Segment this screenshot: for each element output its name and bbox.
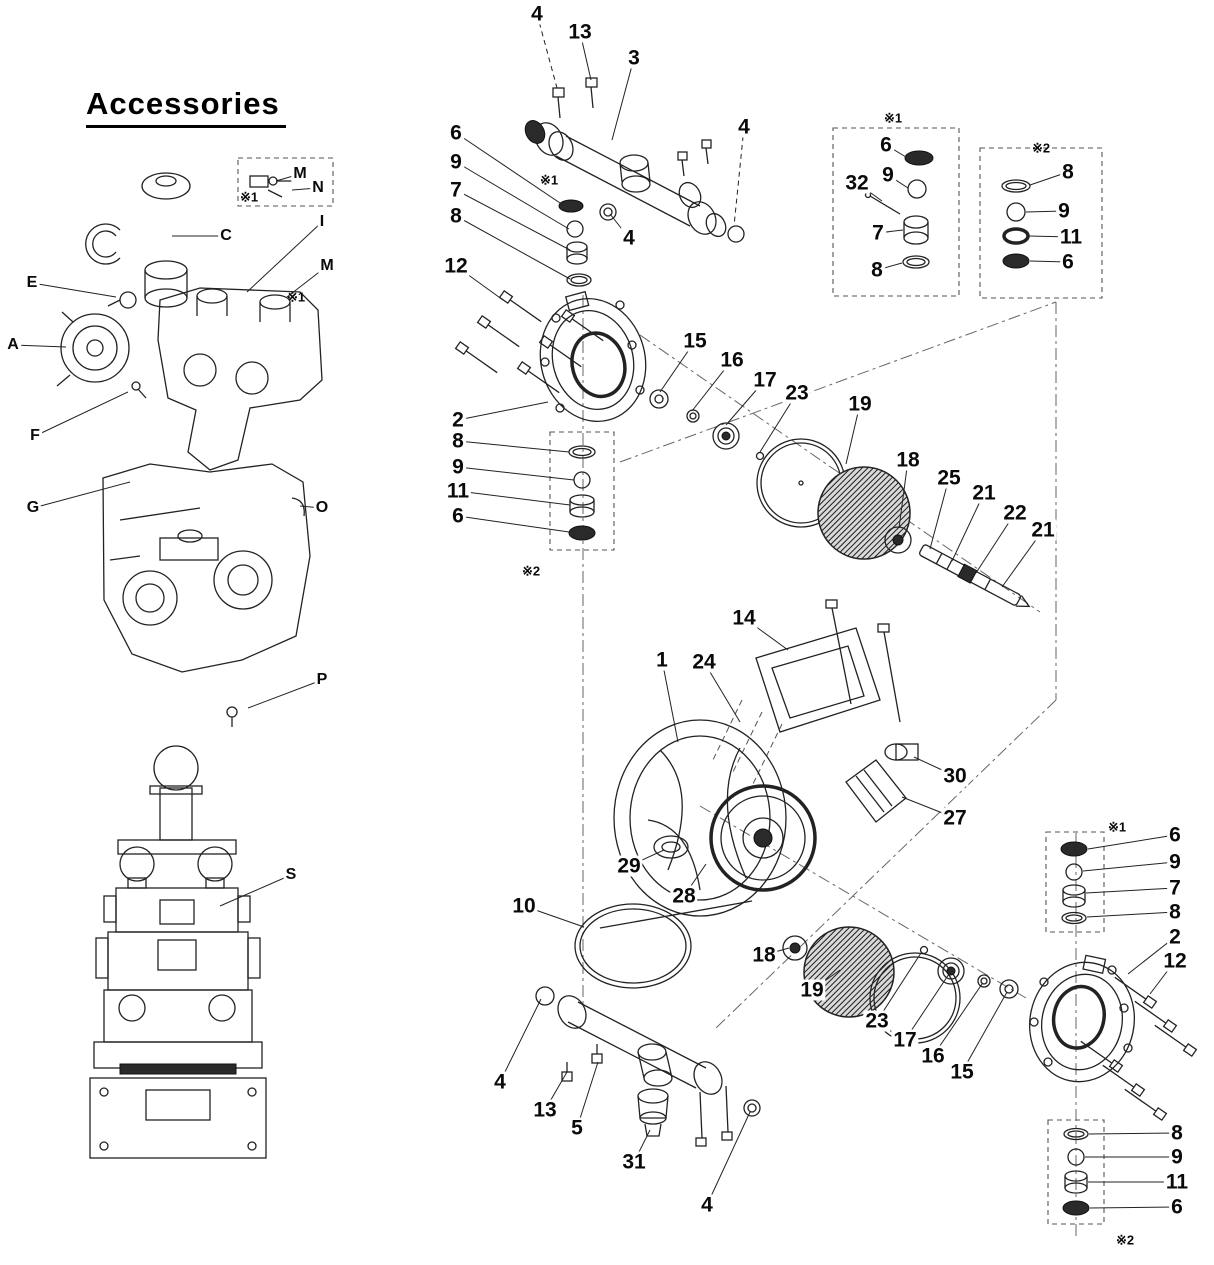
leader-line [706, 1111, 751, 1206]
leader-line [743, 617, 789, 651]
leader-line [275, 173, 301, 182]
leader-line [691, 359, 733, 412]
leader-line [733, 126, 745, 227]
leader-line [1025, 210, 1065, 213]
accessory-pump-assembly-drawing [102, 463, 311, 727]
leader-line [499, 998, 542, 1083]
leader-line [887, 174, 909, 189]
leader-line [455, 161, 570, 230]
leader-line [34, 391, 129, 437]
leader-line [703, 661, 741, 723]
leader-line [576, 1061, 599, 1129]
leader-line [929, 477, 950, 550]
leader-line [455, 215, 571, 280]
leader-line [286, 265, 328, 298]
leader-line [661, 659, 679, 743]
leader-line [219, 874, 292, 907]
inset-detail-box-1 [832, 127, 960, 297]
leader-line [247, 679, 323, 709]
leader-line [725, 379, 766, 426]
leader-line [876, 262, 903, 271]
leader-line [457, 466, 575, 481]
accessory-front-view-drawing [89, 745, 267, 1159]
main-exploded-drawing [454, 77, 1198, 1236]
leader-line [455, 132, 564, 206]
leader-line [659, 340, 696, 393]
leader-line [904, 973, 950, 1041]
leader-line [611, 57, 635, 141]
leader-line [1127, 936, 1176, 975]
leader-line [975, 512, 1016, 574]
leader-line [1086, 911, 1176, 918]
leader-line [579, 31, 592, 81]
leader-line [457, 515, 570, 533]
leader-line [898, 459, 909, 529]
inset-detail-box-2 [979, 147, 1103, 299]
accessory-air-valve-drawing [56, 157, 334, 471]
leader-line [1088, 1132, 1178, 1135]
leader-line [246, 221, 323, 293]
leader-line [12, 344, 67, 348]
leader-line [457, 401, 549, 421]
leader-line [1085, 887, 1176, 894]
leader-line [523, 905, 585, 928]
leader-lines-layer [12, 13, 1178, 1209]
leader-line [845, 403, 861, 465]
leader-line [628, 849, 665, 867]
leader-line [633, 1129, 651, 1163]
leader-line [1029, 171, 1069, 186]
leader-line [913, 756, 956, 777]
leader-line [877, 229, 904, 234]
leader-line [1001, 529, 1044, 588]
leader-line [536, 13, 558, 89]
leader-line [457, 440, 570, 453]
leader-line [961, 991, 1008, 1073]
leader-line [1028, 235, 1072, 238]
leader-line [1149, 960, 1176, 995]
leader-line [856, 182, 883, 202]
leader-line [1087, 834, 1176, 850]
leader-line [1089, 1206, 1178, 1209]
leader-line [1082, 861, 1176, 872]
accessories-title: Accessories [86, 86, 286, 128]
leader-line [1029, 260, 1069, 263]
leader-line [457, 490, 571, 506]
leader-line [32, 481, 131, 509]
leader-line [885, 144, 907, 158]
leader-line [31, 282, 117, 298]
leader-line [609, 213, 630, 239]
leader-line [544, 1071, 568, 1111]
leader-line [455, 265, 504, 301]
leader-line [932, 983, 983, 1057]
leader-line [759, 392, 798, 453]
leader-line [455, 189, 571, 251]
leader-line [876, 952, 922, 1022]
leader-line [951, 492, 985, 562]
leader-line [291, 187, 319, 191]
leader-line [901, 796, 956, 819]
